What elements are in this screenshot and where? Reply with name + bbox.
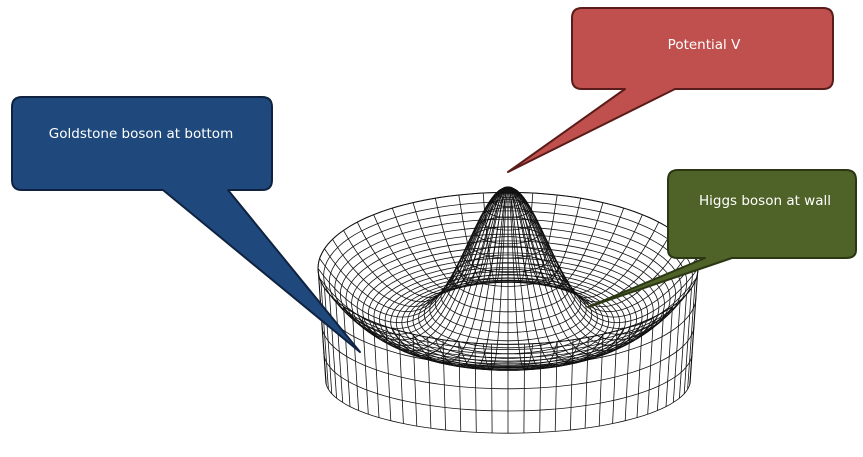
surface-grid-line	[324, 187, 509, 335]
surface-grid-line	[507, 187, 660, 298]
surface-grid-line	[507, 187, 697, 318]
surface-grid-line	[458, 186, 509, 285]
surface-grid-line	[356, 187, 509, 298]
surface-grid-line	[507, 187, 684, 307]
surface-grid-line	[458, 187, 509, 369]
surface-grid-line	[507, 186, 534, 284]
surface-grid-line	[412, 187, 509, 364]
surface-grid-line	[507, 186, 558, 285]
surface-grid-line	[507, 187, 625, 361]
surface-grid-line	[321, 324, 695, 390]
surface-grid-line	[373, 187, 509, 356]
surface-grid-line	[507, 186, 582, 286]
surface-grid-line	[507, 187, 673, 303]
surface-grid-line	[507, 187, 534, 371]
surface-grid-line	[332, 187, 509, 341]
surface-grid-line	[507, 187, 558, 369]
goldstone-callout	[11, 96, 361, 353]
surface-grid-line	[343, 187, 509, 303]
surface-grid-line	[507, 187, 673, 346]
surface-grid-line	[343, 187, 509, 346]
surface-grid-line	[412, 186, 509, 288]
surface-grid-line	[323, 352, 693, 412]
surface-grid-line	[507, 187, 692, 335]
surface-grid-line	[507, 186, 604, 288]
surface-grid-line	[391, 187, 509, 361]
surface-grid-line	[507, 186, 625, 291]
surface-grid-line	[325, 379, 691, 434]
surface-grid-line	[507, 187, 604, 364]
surface-grid-line	[482, 186, 509, 284]
surface-grid-line	[434, 186, 509, 286]
mexican-hat-surface	[317, 186, 699, 434]
potential-callout	[507, 7, 834, 173]
surface-grid-line	[324, 187, 509, 313]
higgs-callout	[587, 169, 857, 308]
surface-grid-line	[391, 186, 509, 291]
surface-grid-line	[507, 187, 643, 356]
surface-grid-line	[482, 187, 509, 371]
surface-grid-line	[332, 187, 509, 307]
